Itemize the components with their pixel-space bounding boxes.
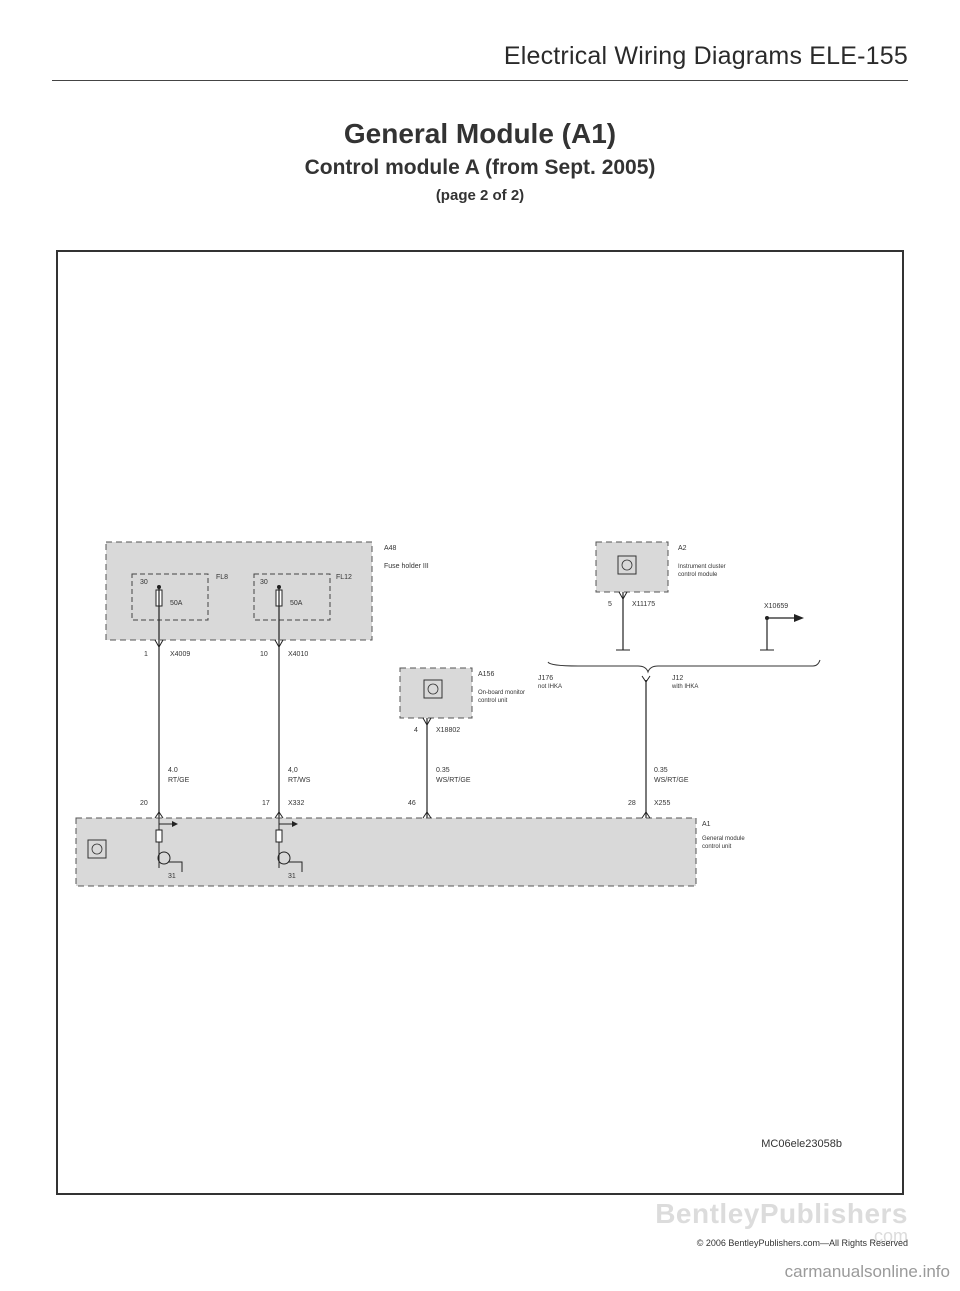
module-pin-20-mark xyxy=(154,811,164,819)
internal-left-transistor xyxy=(157,851,171,865)
fuse-fl8-rating: 50A xyxy=(170,600,183,607)
internal-right-ground-lead xyxy=(288,861,303,872)
general-module-icon-circle xyxy=(91,843,103,855)
wire-fl12-color: RT/WS xyxy=(288,777,311,784)
module-pin-17: 17 xyxy=(262,800,270,807)
wire-right-gauge: 0.35 xyxy=(654,767,668,774)
option-brace xyxy=(547,659,821,674)
instrument-cluster-icon-circle xyxy=(621,559,633,571)
onboard-monitor-icon xyxy=(423,679,443,699)
wire-right-color: WS/RT/GE xyxy=(654,777,689,784)
option-j12-text: with IHKA xyxy=(671,684,698,690)
internal-left-ground-lead xyxy=(168,861,183,872)
internal-left-arrow xyxy=(172,821,178,827)
general-module-icon xyxy=(87,839,107,859)
fuse-fl8-id: FL8 xyxy=(216,574,228,581)
x10659-arrow xyxy=(794,614,804,622)
wire-onboard-color: WS/RT/GE xyxy=(436,777,471,784)
connector-x11175: X11175 xyxy=(632,601,655,608)
onboard-monitor-pin: 4 xyxy=(414,727,418,734)
wire-fl8-color: RT/GE xyxy=(168,777,190,784)
fuse-fl8-terminal: 30 xyxy=(140,579,148,586)
module-pin-46-mark xyxy=(422,811,432,819)
general-module-name2: control unit xyxy=(702,844,732,850)
module-pin-46: 46 xyxy=(408,800,416,807)
logo-text: BentleyPublishers xyxy=(655,1198,908,1229)
instrument-cluster-icon xyxy=(617,555,637,575)
general-module-id: A1 xyxy=(702,821,711,828)
connector-x10659: X10659 xyxy=(764,603,788,610)
fuse-fl12-id: FL12 xyxy=(336,574,352,581)
header-rule xyxy=(52,80,908,81)
connector-x4009: X4009 xyxy=(170,651,190,658)
onboard-monitor-id: A156 xyxy=(478,671,494,678)
option-j12-code: J12 xyxy=(672,675,683,682)
watermark-text: carmanualsonline.info xyxy=(784,1262,950,1281)
fuse-holder-name: Fuse holder III xyxy=(384,563,429,570)
fuse-fl12-rating: 50A xyxy=(290,600,303,607)
onboard-monitor-name1: On-board monitor xyxy=(478,690,525,696)
internal-right-resistor xyxy=(275,829,283,843)
wiring-diagram: A48 Fuse holder III FL8 30 50A FL12 30 5… xyxy=(75,541,821,887)
diagram-frame: A48 Fuse holder III FL8 30 50A FL12 30 5… xyxy=(56,250,904,1195)
module-pin-20: 20 xyxy=(140,800,148,807)
diagram-subtitle: Control module A (from Sept. 2005) xyxy=(304,156,656,179)
ground-31-left: 31 xyxy=(168,873,176,880)
option-j176-text: not IHKA xyxy=(538,684,562,690)
fuse-fl12-terminal: 30 xyxy=(260,579,268,586)
module-pin-28: 28 xyxy=(628,800,636,807)
instrument-cluster-name1: Instrument cluster xyxy=(678,564,726,570)
header-text: Electrical Wiring Diagrams ELE-155 xyxy=(503,42,908,70)
module-pin-28-mark xyxy=(641,811,651,819)
fuse-fl12-pin: 10 xyxy=(260,651,268,658)
internal-left-resistor xyxy=(155,829,163,843)
logo-sub: .com xyxy=(868,1226,908,1246)
instrument-cluster-name2: control module xyxy=(678,572,718,578)
fuse-holder-box xyxy=(105,541,373,641)
internal-right-transistor xyxy=(277,851,291,865)
instrument-cluster-id: A2 xyxy=(678,545,687,552)
fuse-fl12-box xyxy=(253,573,331,621)
module-pin-17-mark xyxy=(274,811,284,819)
wire-fl8-gauge: 4.0 xyxy=(168,767,178,774)
fuse-fl8-box xyxy=(131,573,209,621)
wire-onboard-gauge: 0.35 xyxy=(436,767,450,774)
connector-x255: X255 xyxy=(654,800,670,807)
page-header: Electrical Wiring Diagrams ELE-155 xyxy=(0,0,960,90)
ground-31-right: 31 xyxy=(288,873,296,880)
onboard-monitor-icon-circle xyxy=(427,683,439,695)
instrument-cluster-pin: 5 xyxy=(608,601,612,608)
fuse-holder-id: A48 xyxy=(384,545,397,552)
connector-x4009-mark xyxy=(154,639,164,649)
option-j176-code: J176 xyxy=(538,675,553,682)
copyright-text: © 2006 BentleyPublishers.com—All Rights … xyxy=(696,1238,908,1248)
diagram-title: General Module (A1) xyxy=(343,118,617,149)
publisher-logo: BentleyPublishers .com xyxy=(655,1198,908,1246)
fuse-fl8-pin: 1 xyxy=(144,651,148,658)
internal-right-arrow xyxy=(292,821,298,827)
onboard-monitor-name2: control unit xyxy=(478,698,508,704)
connector-x332: X332 xyxy=(288,800,304,807)
general-module-name1: General module xyxy=(702,836,745,842)
page-indicator: (page 2 of 2) xyxy=(435,187,525,204)
general-module-box xyxy=(75,817,697,887)
instrument-cluster-box xyxy=(595,541,669,593)
connector-x4010: X4010 xyxy=(288,651,308,658)
connector-x18802: X18802 xyxy=(436,727,460,734)
connector-x4010-mark xyxy=(274,639,284,649)
figure-code: MC06ele23058b xyxy=(761,1138,842,1150)
wire-fl12-gauge: 4,0 xyxy=(288,767,298,774)
